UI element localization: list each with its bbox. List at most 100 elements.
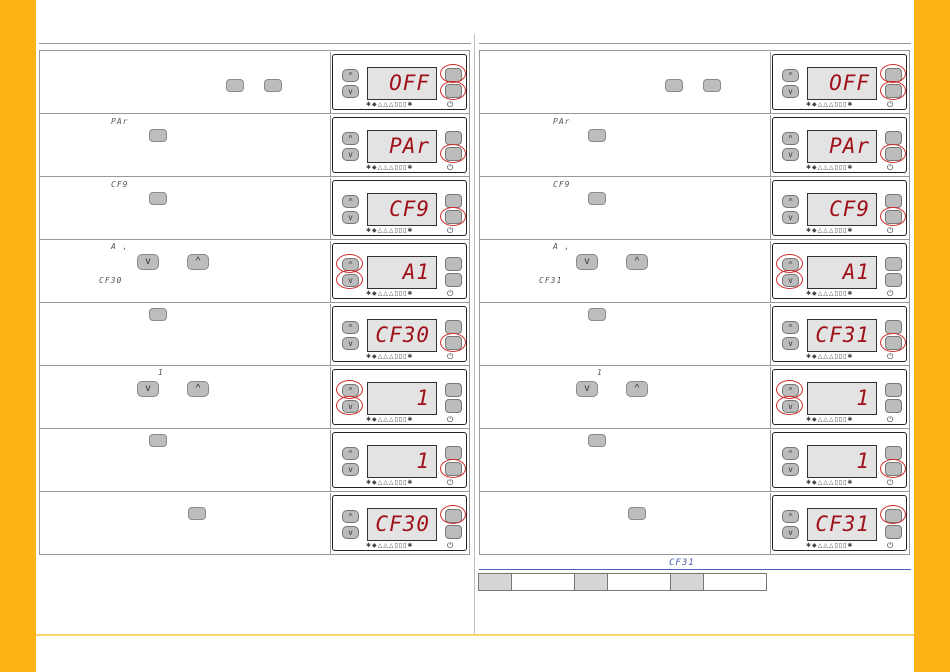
function-key[interactable] <box>445 399 462 413</box>
step-row: A , v ^ CF30 ^ v A1 ✱◆△△△▯▯▯✱ ⏻ <box>39 239 470 302</box>
up-arrow-key[interactable]: ^ <box>342 132 359 145</box>
up-arrow-key[interactable]: ^ <box>342 195 359 208</box>
controller-device: ^ v CF31 ✱◆△△△▯▯▯✱ ⏻ <box>772 306 907 362</box>
step-instruction <box>40 429 329 491</box>
controller-device: ^ v PAr ✱◆△△△▯▯▯✱ ⏻ <box>332 117 467 173</box>
function-key[interactable] <box>445 273 462 287</box>
controller-panel: ^ v 1 ✱◆△△△▯▯▯✱ ⏻ <box>770 367 910 428</box>
up-arrow-key[interactable]: ^ <box>782 447 799 460</box>
up-arrow-key[interactable]: ^ <box>782 195 799 208</box>
up-arrow-key[interactable]: ^ <box>782 510 799 523</box>
set-key[interactable] <box>885 257 902 271</box>
key-button-icon <box>665 79 683 92</box>
down-arrow-key[interactable]: v <box>342 463 359 476</box>
legend-row <box>478 573 767 591</box>
lcd-reference: 1 <box>158 368 164 377</box>
set-key[interactable] <box>885 446 902 460</box>
step-instruction <box>40 51 329 113</box>
highlight-ring <box>440 505 466 524</box>
up-arrow-key[interactable]: ^ <box>342 321 359 334</box>
status-icons: ✱◆△△△▯▯▯✱ <box>366 164 414 171</box>
step-instruction: 1 v ^ <box>480 366 769 428</box>
step-instruction <box>40 303 329 365</box>
lcd-reference: A , <box>553 242 571 251</box>
power-icon: ⏻ <box>887 100 894 109</box>
key-button-icon <box>264 79 282 92</box>
highlight-ring <box>880 459 906 478</box>
lcd-display: 1 <box>367 382 437 415</box>
function-key[interactable] <box>445 525 462 539</box>
set-key[interactable] <box>445 320 462 334</box>
power-icon: ⏻ <box>887 541 894 550</box>
set-key[interactable] <box>445 194 462 208</box>
controller-device: ^ v CF9 ✱◆△△△▯▯▯✱ ⏻ <box>332 180 467 236</box>
set-key[interactable] <box>885 131 902 145</box>
highlight-ring <box>336 270 363 289</box>
set-key[interactable] <box>445 383 462 397</box>
key-button-icon <box>149 434 167 447</box>
down-arrow-key[interactable]: v <box>782 148 799 161</box>
column-divider <box>474 34 475 634</box>
key-button-icon <box>703 79 721 92</box>
up-arrow-key[interactable]: ^ <box>342 69 359 82</box>
up-arrow-key[interactable]: ^ <box>342 510 359 523</box>
controller-device: ^ v 1 ✱◆△△△▯▯▯✱ ⏻ <box>332 432 467 488</box>
key-button-icon <box>149 308 167 321</box>
step-row: ^ v OFF ✱◆△△△▯▯▯✱ ⏻ <box>479 50 910 113</box>
set-key[interactable] <box>885 194 902 208</box>
up-arrow-icon: ^ <box>187 254 209 270</box>
function-key[interactable] <box>885 399 902 413</box>
down-arrow-key[interactable]: v <box>342 337 359 350</box>
function-key[interactable] <box>885 273 902 287</box>
down-arrow-key[interactable]: v <box>782 463 799 476</box>
controller-panel: ^ v CF9 ✱◆△△△▯▯▯✱ ⏻ <box>770 178 910 239</box>
set-key[interactable] <box>445 131 462 145</box>
status-icons: ✱◆△△△▯▯▯✱ <box>806 353 854 360</box>
legend-swatch <box>574 573 608 591</box>
set-key[interactable] <box>885 383 902 397</box>
legend-cell <box>511 573 575 591</box>
step-instruction: PAr <box>40 114 329 176</box>
lcd-display: PAr <box>807 130 877 163</box>
set-key[interactable] <box>885 320 902 334</box>
lcd-reference: PAr <box>553 117 571 126</box>
controller-device: ^ v 1 ✱◆△△△▯▯▯✱ ⏻ <box>332 369 467 425</box>
step-instruction: PAr <box>480 114 769 176</box>
status-icons: ✱◆△△△▯▯▯✱ <box>366 227 414 234</box>
down-arrow-key[interactable]: v <box>782 85 799 98</box>
controller-device: ^ v CF31 ✱◆△△△▯▯▯✱ ⏻ <box>772 495 907 551</box>
down-arrow-key[interactable]: v <box>782 337 799 350</box>
up-arrow-key[interactable]: ^ <box>782 69 799 82</box>
up-arrow-key[interactable]: ^ <box>782 321 799 334</box>
step-instruction: 1 v ^ <box>40 366 329 428</box>
step-row: ^ v 1 ✱◆△△△▯▯▯✱ ⏻ <box>39 428 470 491</box>
controller-panel: ^ v CF30 ✱◆△△△▯▯▯✱ ⏻ <box>330 304 470 365</box>
lcd-display: CF30 <box>367 508 437 541</box>
controller-device: ^ v PAr ✱◆△△△▯▯▯✱ ⏻ <box>772 117 907 173</box>
function-key[interactable] <box>885 525 902 539</box>
lcd-reference: CF30 <box>99 276 123 285</box>
down-arrow-key[interactable]: v <box>342 211 359 224</box>
down-arrow-key[interactable]: v <box>782 526 799 539</box>
status-icons: ✱◆△△△▯▯▯✱ <box>806 416 854 423</box>
set-key[interactable] <box>445 446 462 460</box>
set-key[interactable] <box>445 257 462 271</box>
status-icons: ✱◆△△△▯▯▯✱ <box>366 290 414 297</box>
up-arrow-key[interactable]: ^ <box>342 447 359 460</box>
controller-panel: ^ v A1 ✱◆△△△▯▯▯✱ ⏻ <box>770 241 910 302</box>
step-instruction <box>480 492 769 554</box>
step-row: ^ v CF30 ✱◆△△△▯▯▯✱ ⏻ <box>39 302 470 365</box>
controller-device: ^ v OFF ✱◆△△△▯▯▯✱ ⏻ <box>772 54 907 110</box>
down-arrow-key[interactable]: v <box>342 85 359 98</box>
controller-device: ^ v CF9 ✱◆△△△▯▯▯✱ ⏻ <box>772 180 907 236</box>
controller-panel: ^ v CF9 ✱◆△△△▯▯▯✱ ⏻ <box>330 178 470 239</box>
lcd-display: OFF <box>367 67 437 100</box>
step-row: ^ v 1 ✱◆△△△▯▯▯✱ ⏻ <box>479 428 910 491</box>
step-instruction <box>480 429 769 491</box>
step-instruction: CF9 <box>40 177 329 239</box>
down-arrow-key[interactable]: v <box>342 148 359 161</box>
up-arrow-key[interactable]: ^ <box>782 132 799 145</box>
down-arrow-key[interactable]: v <box>342 526 359 539</box>
down-arrow-key[interactable]: v <box>782 211 799 224</box>
status-icons: ✱◆△△△▯▯▯✱ <box>366 101 414 108</box>
